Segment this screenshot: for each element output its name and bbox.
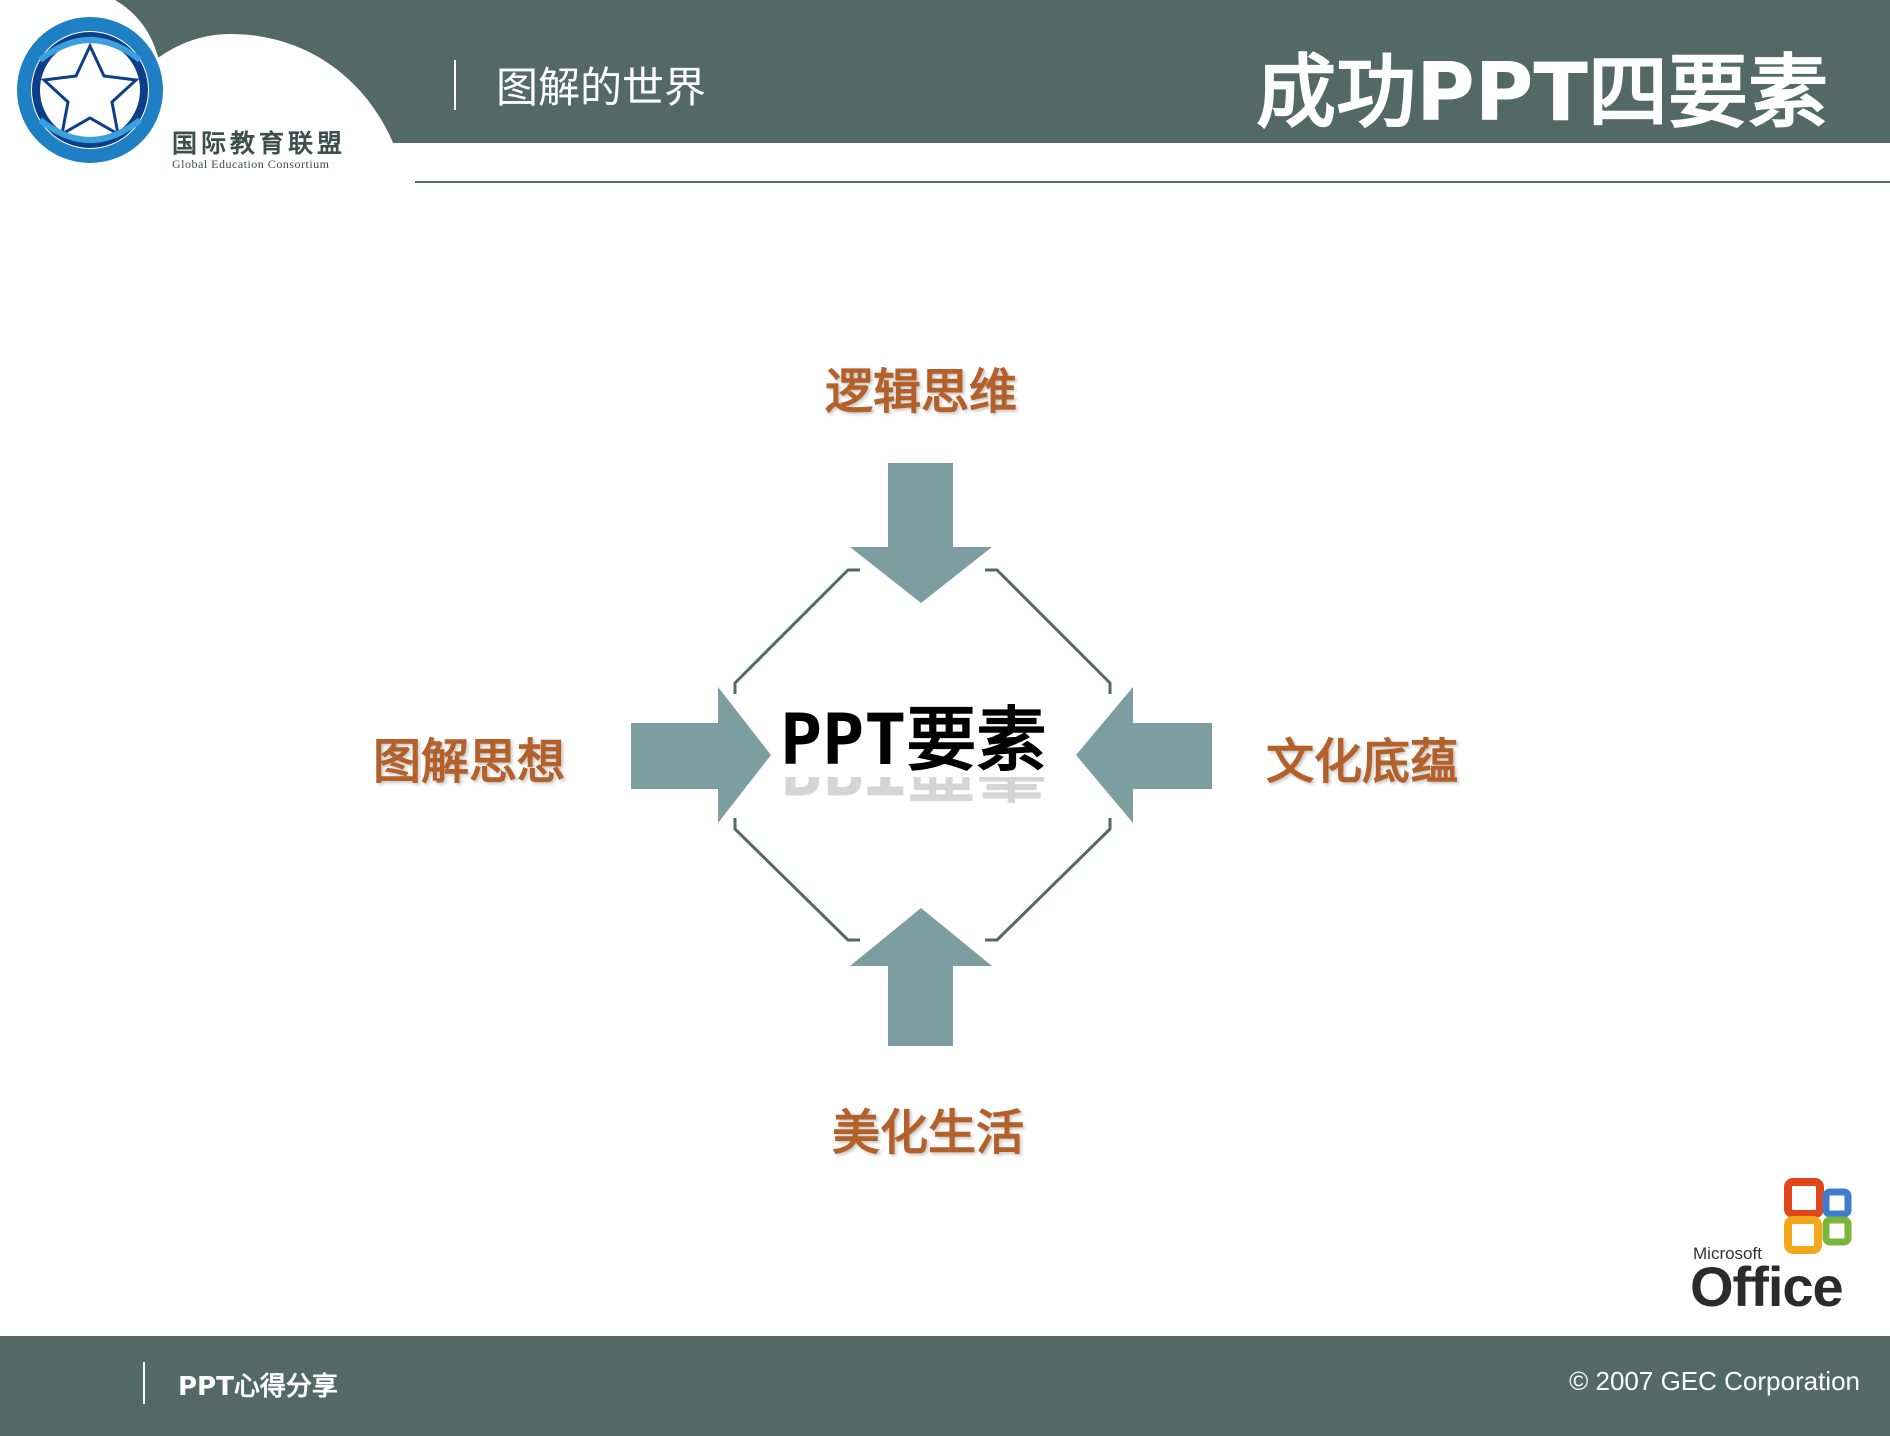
arrow-right-left	[631, 687, 771, 823]
footer-divider	[143, 1362, 145, 1404]
label-cultural-depth: 文化底蕴	[1266, 734, 1459, 790]
label-logical-thinking: 逻辑思维	[825, 364, 1018, 420]
footer-caption: PPT心得分享	[178, 1372, 338, 1402]
arrow-up-bottom	[850, 908, 992, 1046]
page-title: 成功PPT四要素	[1256, 46, 1828, 139]
office-product: Office	[1690, 1255, 1844, 1318]
office-logo-icon	[1784, 1178, 1852, 1254]
label-beautify-life: 美化生活	[832, 1105, 1025, 1161]
logo-name-cn: 国际教育联盟	[172, 129, 347, 158]
arrow-down-top	[850, 463, 992, 603]
center-label: PPT要素	[780, 699, 1047, 781]
diamond-outline	[733, 568, 1112, 942]
center-label-reflection: PPT要素	[780, 777, 1046, 803]
section-title: 图解的世界	[496, 63, 707, 112]
logo-name-en: Global Education Consortium	[172, 157, 330, 171]
office-brand: Microsoft	[1693, 1244, 1762, 1263]
label-diagram-thinking: 图解思想	[373, 734, 566, 790]
header-divider	[454, 60, 456, 110]
header-rule	[415, 181, 1890, 183]
logo-badge	[0, 0, 408, 200]
footer-copyright: © 2007 GEC Corporation	[1569, 1366, 1860, 1396]
globe-logo-icon	[14, 14, 166, 166]
footer-band	[0, 1336, 1890, 1436]
arrow-left-right	[1076, 687, 1212, 823]
center-element: PPT要素 PPT要素	[780, 705, 1046, 803]
